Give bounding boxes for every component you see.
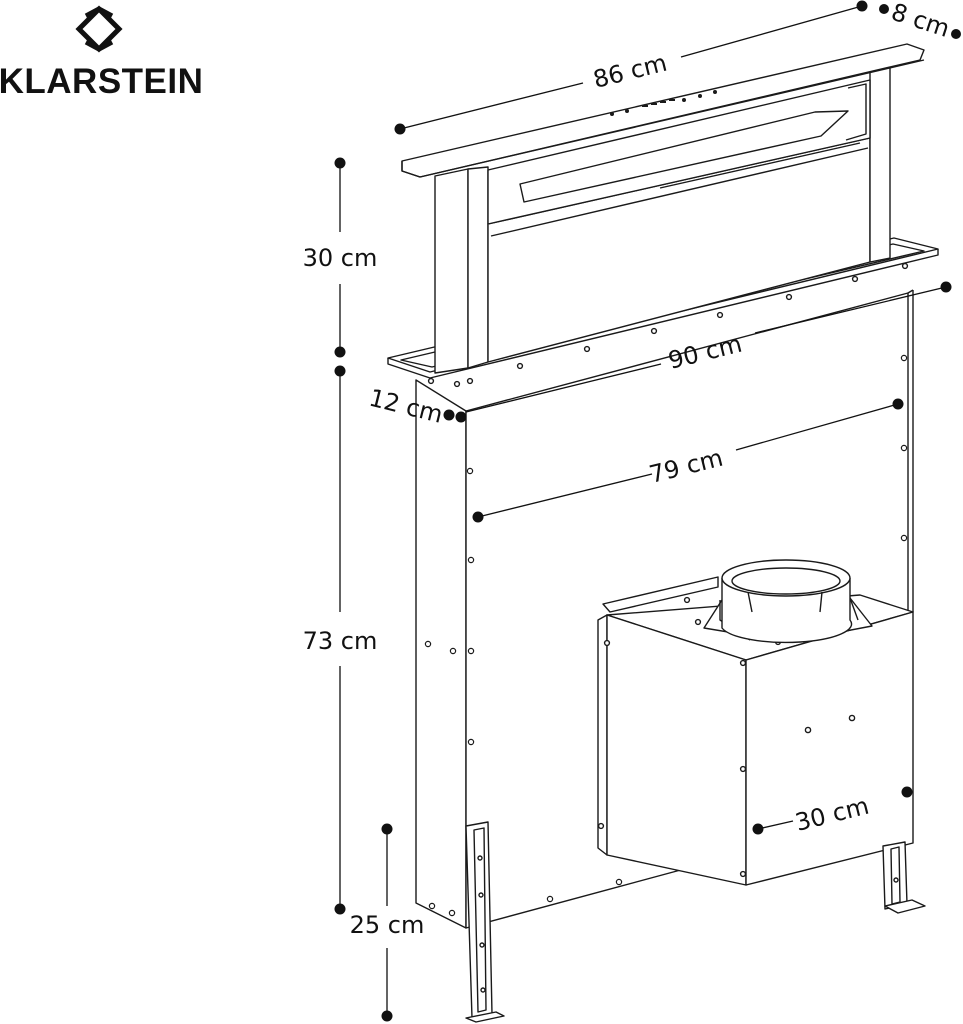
screw <box>893 877 899 883</box>
screw <box>615 878 623 886</box>
raised-extractor <box>401 43 925 374</box>
screw <box>448 909 456 917</box>
screw <box>467 556 475 564</box>
screw <box>428 902 436 910</box>
screw <box>851 275 859 283</box>
control-button <box>713 90 717 94</box>
dimension-lines <box>334 0 961 1022</box>
screw <box>478 892 484 898</box>
screw <box>467 738 475 746</box>
dimension-raised-height <box>334 157 346 358</box>
duct-collar-rim <box>721 559 851 597</box>
dimension-leg-height <box>381 823 393 1022</box>
dimension-panel-length <box>394 0 868 135</box>
label-body-height: 73 cm <box>303 627 378 655</box>
screw <box>804 726 812 734</box>
screw <box>466 467 474 475</box>
screw <box>467 647 475 655</box>
screw <box>785 293 793 301</box>
screw <box>716 311 724 319</box>
screw <box>603 639 611 647</box>
label-raised-height: 30 cm <box>303 244 378 272</box>
support-legs <box>465 821 926 1023</box>
control-button <box>682 98 686 102</box>
control-button <box>625 109 629 113</box>
screw <box>449 647 457 655</box>
screw <box>694 618 702 626</box>
dimension-frame-depth <box>443 409 467 423</box>
label-panel-depth: 8 cm <box>888 0 953 43</box>
screw <box>900 354 908 362</box>
downdraft-hood-drawing <box>387 43 939 1023</box>
klarstein-logo: KLARSTEIN <box>0 5 203 101</box>
screw <box>597 822 605 830</box>
screw <box>466 377 474 385</box>
control-button <box>698 94 702 98</box>
brand-name: KLARSTEIN <box>0 62 203 101</box>
screw <box>900 534 908 542</box>
klarstein-diamond-logo-icon <box>75 5 123 53</box>
screw <box>453 380 461 388</box>
screw <box>901 262 909 270</box>
screw <box>739 765 747 773</box>
screw <box>848 714 856 722</box>
label-leg-height: 25 cm <box>350 911 425 939</box>
screw <box>739 659 747 667</box>
screw <box>479 942 485 948</box>
dimension-inner-width <box>472 398 904 523</box>
dimension-motor-depth <box>752 786 913 835</box>
control-buttons <box>610 90 717 116</box>
screw <box>650 327 658 335</box>
motor-unit <box>597 559 914 886</box>
screw <box>424 640 432 648</box>
screw <box>900 444 908 452</box>
dimension-body-height <box>334 365 346 915</box>
label-panel-length: 86 cm <box>590 49 669 94</box>
screw <box>480 987 486 993</box>
dimension-frame-width <box>465 281 952 413</box>
screw <box>739 870 747 878</box>
screw <box>516 362 524 370</box>
screw <box>683 596 691 604</box>
screw <box>583 345 591 353</box>
mounting-screws <box>424 354 908 917</box>
screw <box>427 377 435 385</box>
screw <box>546 895 554 903</box>
control-button <box>610 112 614 116</box>
dimension-panel-depth <box>879 4 961 39</box>
screw <box>477 855 483 861</box>
